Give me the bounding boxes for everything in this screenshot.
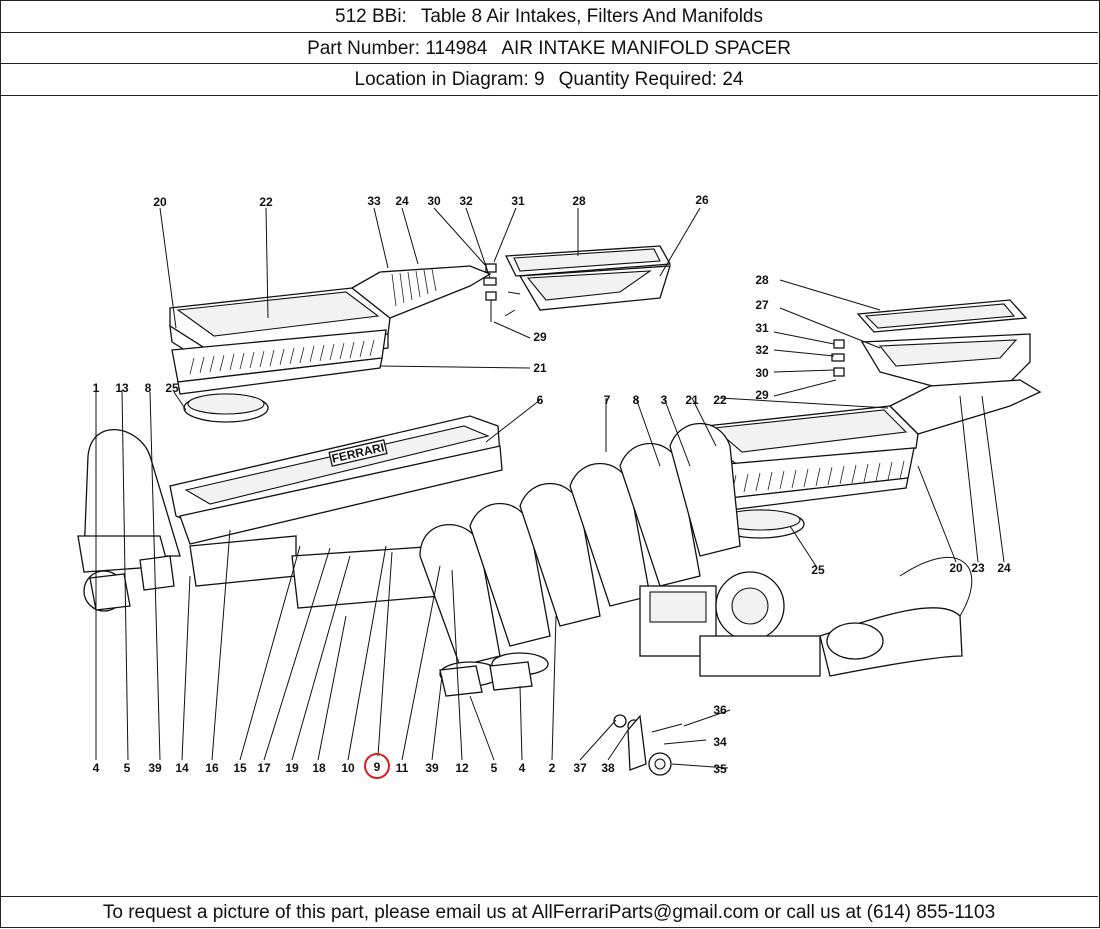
right-air-filter-box xyxy=(703,379,1042,539)
table-title: Table 8 Air Intakes, Filters And Manifol… xyxy=(420,6,763,27)
callout-29-right[interactable]: 29 xyxy=(755,388,769,402)
callout-31-right[interactable]: 31 xyxy=(755,321,769,335)
callout-28-right[interactable]: 28 xyxy=(755,273,769,287)
callout-12[interactable]: 12 xyxy=(455,761,469,775)
callout-38[interactable]: 38 xyxy=(601,761,615,775)
fuel-injection-unit xyxy=(639,557,973,677)
callout-2[interactable]: 2 xyxy=(549,761,556,775)
callout-14[interactable]: 14 xyxy=(175,761,189,775)
callout-22[interactable]: 22 xyxy=(259,195,273,209)
highlight-ring xyxy=(364,753,390,779)
part-number: Part Number: 114984 xyxy=(307,38,488,59)
callout-30-right[interactable]: 30 xyxy=(755,366,769,380)
callout-36[interactable]: 36 xyxy=(713,703,727,717)
contact-footer: To request a picture of this part, pleas… xyxy=(0,896,1098,927)
callout-25-right[interactable]: 25 xyxy=(811,563,825,577)
location-row: Location in Diagram: 9 Quantity Required:… xyxy=(0,64,1098,96)
quantity-required: Quantity Required: 24 xyxy=(558,69,744,90)
callout-29[interactable]: 29 xyxy=(533,330,547,344)
cam-cover: FERRARI xyxy=(169,415,503,545)
callout-8-mid[interactable]: 8 xyxy=(633,393,640,407)
top-filter-cover xyxy=(483,245,672,322)
center-intake-manifold xyxy=(419,423,741,687)
callout-27[interactable]: 27 xyxy=(755,298,769,312)
callout-5-b[interactable]: 5 xyxy=(491,761,498,775)
callout-39[interactable]: 39 xyxy=(148,761,162,775)
part-number-row: Part Number: 114984 AIR INTAKE MANIFOLD S… xyxy=(0,33,1098,64)
location-in-diagram: Location in Diagram: 9 xyxy=(354,69,545,90)
callout-23[interactable]: 23 xyxy=(971,561,985,575)
callout-4[interactable]: 4 xyxy=(93,761,100,775)
callout-13[interactable]: 13 xyxy=(115,381,129,395)
left-air-filter-box xyxy=(169,265,492,423)
model-name: 512 BBi: xyxy=(335,6,407,27)
callout-39-b[interactable]: 39 xyxy=(425,761,439,775)
callout-30[interactable]: 30 xyxy=(427,194,441,208)
callout-24-right[interactable]: 24 xyxy=(997,561,1011,575)
callout-32-right[interactable]: 32 xyxy=(755,343,769,357)
callout-15[interactable]: 15 xyxy=(233,761,247,775)
callout-33[interactable]: 33 xyxy=(367,194,381,208)
callout-18[interactable]: 18 xyxy=(312,761,326,775)
gaskets xyxy=(89,555,533,697)
callout-6[interactable]: 6 xyxy=(537,393,544,407)
callout-8[interactable]: 8 xyxy=(145,381,152,395)
callout-4-b[interactable]: 4 xyxy=(519,761,526,775)
callout-19[interactable]: 19 xyxy=(285,761,299,775)
callout-37[interactable]: 37 xyxy=(573,761,587,775)
callout-20-right[interactable]: 20 xyxy=(949,561,963,575)
callout-20[interactable]: 20 xyxy=(153,195,167,209)
callout-16[interactable]: 16 xyxy=(205,761,219,775)
parts-diagram: FERRARI xyxy=(0,96,1098,896)
callout-24[interactable]: 24 xyxy=(395,194,409,208)
right-filter-cover xyxy=(831,299,1031,389)
callout-7[interactable]: 7 xyxy=(604,393,611,407)
callout-3[interactable]: 3 xyxy=(661,393,668,407)
callout-28[interactable]: 28 xyxy=(572,194,586,208)
callout-10[interactable]: 10 xyxy=(341,761,355,775)
callout-11[interactable]: 11 xyxy=(396,761,409,775)
callout-9-highlighted[interactable]: 9 xyxy=(374,760,381,774)
callout-35[interactable]: 35 xyxy=(713,762,727,776)
callout-25[interactable]: 25 xyxy=(165,381,179,395)
callout-21-mid[interactable]: 21 xyxy=(685,393,699,407)
callout-26[interactable]: 26 xyxy=(695,193,709,207)
exploded-view-drawing: FERRARI xyxy=(77,193,1042,779)
callout-32[interactable]: 32 xyxy=(459,194,473,208)
callout-34[interactable]: 34 xyxy=(713,735,727,749)
callout-5[interactable]: 5 xyxy=(124,761,131,775)
callout-21[interactable]: 21 xyxy=(533,361,547,375)
callout-31[interactable]: 31 xyxy=(511,194,525,208)
callout-1[interactable]: 1 xyxy=(93,381,100,395)
callout-17[interactable]: 17 xyxy=(257,761,271,775)
part-name: AIR INTAKE MANIFOLD SPACER xyxy=(501,38,791,59)
callout-22-mid[interactable]: 22 xyxy=(713,393,727,407)
title-row: 512 BBi: Table 8 Air Intakes, Filters And… xyxy=(0,0,1098,33)
small-parts xyxy=(613,714,683,776)
leader-lines xyxy=(95,207,1005,769)
callout-labels: 20 22 33 24 30 32 31 28 26 29 21 28 27 3… xyxy=(93,193,1011,779)
